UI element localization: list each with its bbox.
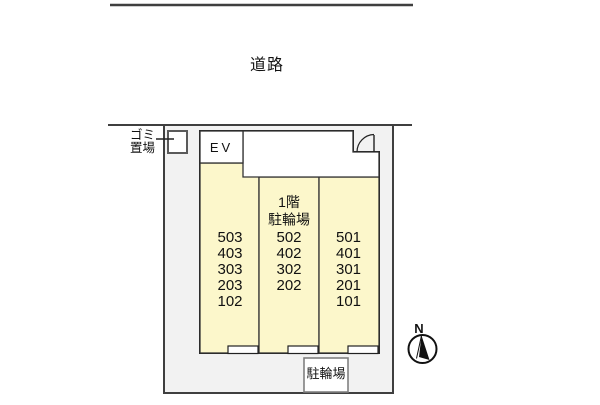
porch-step-center (287, 345, 319, 355)
unit-number: 101 (336, 293, 361, 310)
compass-north-label: N (414, 321, 423, 336)
unit-number: 502 (276, 229, 301, 246)
unit-number: 201 (336, 277, 361, 294)
road-label: 道路 (250, 56, 284, 74)
unit-number: 503 (217, 229, 242, 246)
entrance-door-arc (356, 133, 375, 153)
unit-number: 501 (336, 229, 361, 246)
unit-number: 203 (217, 277, 242, 294)
unit-number: 102 (217, 293, 242, 310)
porch-step-left (227, 345, 259, 355)
unit-number: 402 (276, 245, 301, 262)
compass-needle-edge (416, 335, 422, 359)
elevator-label: EV (210, 140, 233, 155)
unit-column-center (258, 176, 320, 354)
unit-number: 403 (217, 245, 242, 262)
entrance-hall (242, 130, 380, 178)
unit-number: 202 (276, 277, 301, 294)
garbage-storage-box (167, 130, 188, 154)
porch-step-right (347, 345, 379, 355)
compass-needle-icon (419, 335, 430, 360)
floor1-bicycle-label-line1: 1階 (278, 194, 300, 210)
unit-number: 401 (336, 245, 361, 262)
unit-number: 302 (276, 261, 301, 278)
garbage-label-line2: 置場 (130, 141, 155, 155)
compass: N (407, 321, 438, 364)
unit-number: 303 (217, 261, 242, 278)
floor1-bicycle-label-line2: 駐輪場 (268, 212, 310, 228)
bicycle-parking-label: 駐輪場 (306, 366, 345, 381)
elevator-room (199, 130, 244, 164)
bicycle-parking-box (303, 357, 349, 393)
garbage-label-line1: ゴミ (130, 127, 155, 142)
unit-number: 301 (336, 261, 361, 278)
